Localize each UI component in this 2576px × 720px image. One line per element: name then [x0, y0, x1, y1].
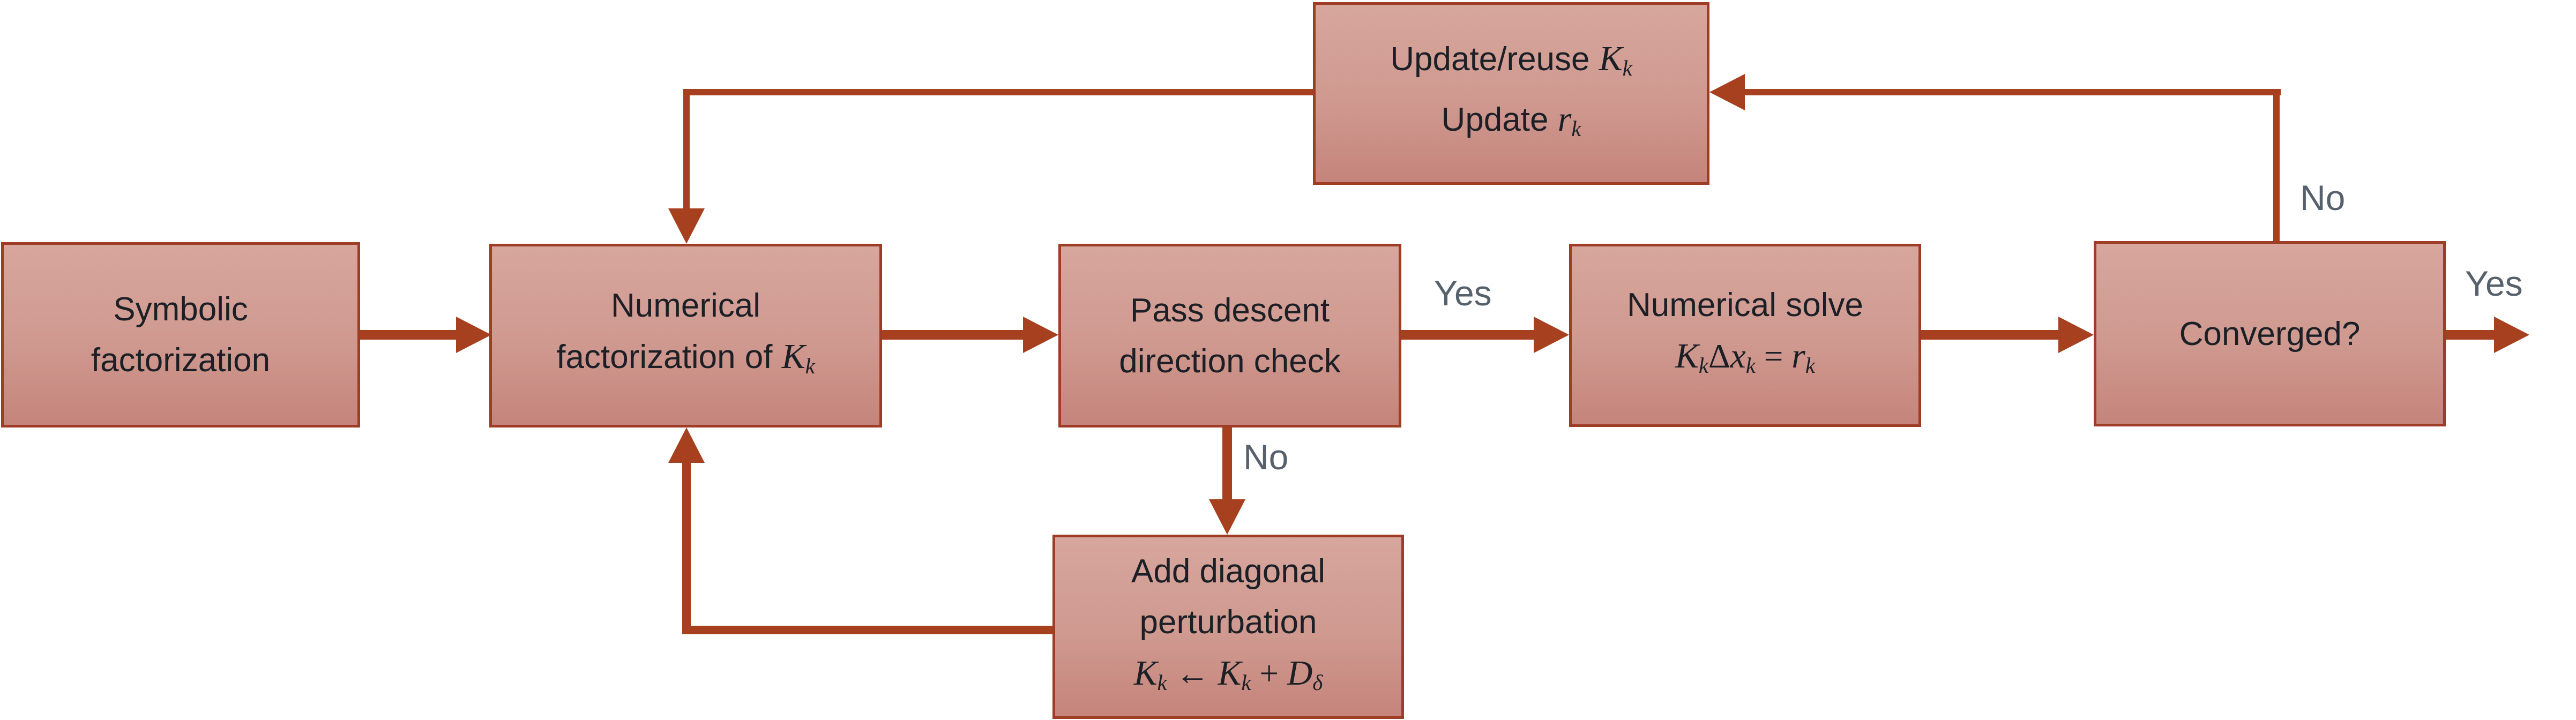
- arrow-converged-yes-exit-stem: [2446, 330, 2494, 340]
- math-var: x: [1730, 336, 1746, 376]
- arrow-converged-no-stem-vertical: [2273, 89, 2280, 241]
- math-var: K: [1218, 653, 1242, 693]
- node-text-line: Symbolic: [113, 291, 248, 328]
- math-var: D: [1287, 653, 1313, 693]
- node-numerical-factorization: Numerical factorization of Kk: [489, 244, 882, 428]
- math-subscript: k: [1157, 670, 1167, 695]
- node-descent-direction-check: Pass descent direction check: [1058, 244, 1401, 428]
- node-text-line: Add diagonal: [1131, 552, 1325, 590]
- arrow-perturb-to-numfact-arrowhead: [668, 428, 705, 463]
- node-text: Update/reuse: [1390, 40, 1599, 78]
- arrow-perturb-to-numfact-stem-vertical: [682, 461, 691, 634]
- arrow-converged-no-arrowhead: [1709, 74, 1745, 110]
- node-add-diagonal-perturbation: Add diagonal perturbation Kk ← Kk + Dδ: [1052, 535, 1404, 719]
- edge-label-converged-no: No: [2300, 178, 2346, 218]
- math-var: r: [1791, 336, 1805, 376]
- node-text: Update: [1441, 101, 1558, 138]
- arrow-converged-yes-exit-arrowhead: [2494, 317, 2529, 353]
- math-subscript: k: [1745, 353, 1756, 378]
- arrow-numfact-to-descent-arrowhead: [1023, 317, 1058, 353]
- math-subscript: k: [1698, 353, 1708, 378]
- arrow-symbolic-to-numfact-stem: [360, 330, 456, 340]
- math-subscript: δ: [1312, 670, 1323, 695]
- node-text-line: Pass descent: [1130, 291, 1330, 329]
- arrow-update-to-numfact-arrowhead: [668, 208, 705, 244]
- math-var: r: [1557, 99, 1572, 139]
- node-text-line: factorization of Kk: [556, 331, 815, 392]
- math-subscript: k: [1571, 116, 1581, 141]
- math-subscript: k: [1241, 670, 1251, 695]
- math-subscript: k: [805, 354, 815, 378]
- node-text: factorization of: [556, 338, 782, 376]
- math-var: K: [781, 336, 805, 376]
- node-equation: Kk ← Kk + Dδ: [1134, 648, 1323, 708]
- math-delta: Δ: [1708, 338, 1730, 376]
- arrow-descent-no-stem: [1222, 428, 1232, 499]
- math-equals: =: [1755, 338, 1792, 376]
- arrow-descent-no-arrowhead: [1209, 499, 1245, 535]
- arrow-descent-yes-stem: [1401, 330, 1534, 340]
- node-numerical-solve: Numerical solve KkΔxk = rk: [1569, 244, 1921, 427]
- arrow-symbolic-to-numfact-arrowhead: [456, 317, 491, 353]
- node-text-line: Numerical: [610, 287, 761, 324]
- math-plus: +: [1251, 654, 1287, 692]
- edge-label-descent-no: No: [1243, 437, 1289, 477]
- arrow-numsolve-to-converged-arrowhead: [2058, 317, 2094, 353]
- node-text-line: factorization: [91, 342, 271, 379]
- arrow-update-to-numfact-stem-horizontal: [683, 89, 1313, 95]
- node-converged-decision: Converged?: [2094, 241, 2446, 426]
- math-var: K: [1675, 336, 1699, 376]
- math-assign-arrow: ←: [1167, 654, 1218, 692]
- edge-label-converged-yes: Yes: [2465, 264, 2523, 303]
- math-var: K: [1599, 39, 1623, 78]
- node-update-reuse: Update/reuse Kk Update rk: [1313, 2, 1709, 185]
- node-symbolic-factorization: Symbolic factorization: [1, 242, 360, 428]
- node-equation: KkΔxk = rk: [1675, 331, 1815, 391]
- arrow-converged-no-stem-horizontal: [1745, 89, 2281, 95]
- arrow-perturb-to-numfact-stem-horizontal: [682, 626, 1052, 634]
- math-var: K: [1133, 653, 1158, 693]
- arrow-descent-yes-arrowhead: [1534, 317, 1569, 353]
- node-text-line: Update/reuse Kk: [1390, 33, 1632, 94]
- node-text-line: Update rk: [1442, 94, 1581, 154]
- edge-label-descent-yes: Yes: [1434, 273, 1492, 313]
- math-subscript: k: [1805, 353, 1815, 378]
- arrow-numsolve-to-converged-stem: [1921, 330, 2058, 340]
- node-text-line: Numerical solve: [1626, 287, 1864, 324]
- math-subscript: k: [1622, 56, 1632, 80]
- arrow-numfact-to-descent-stem: [882, 330, 1023, 340]
- arrow-update-to-numfact-stem-vertical: [683, 89, 690, 211]
- node-text-line: direction check: [1119, 342, 1341, 380]
- node-text-line: Converged?: [2179, 315, 2361, 352]
- node-text-line: perturbation: [1139, 603, 1317, 641]
